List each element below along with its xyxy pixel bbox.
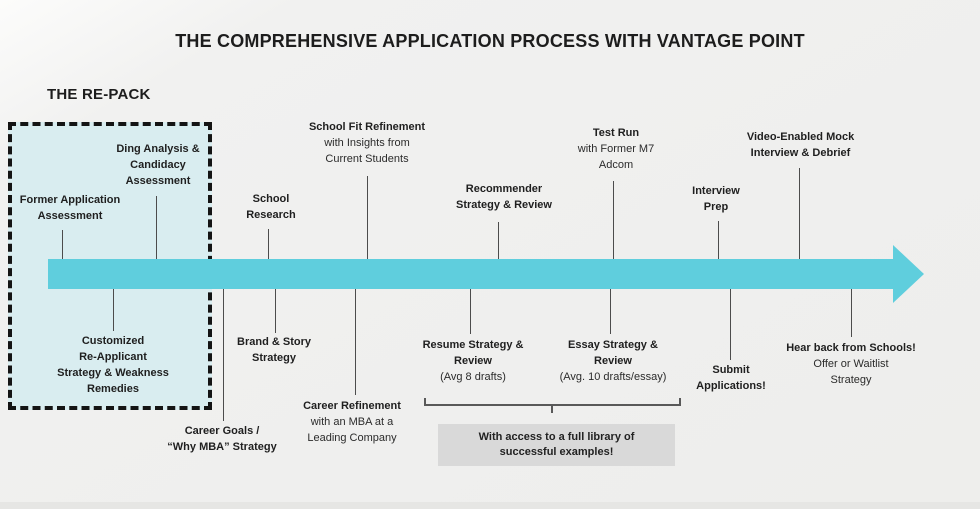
milestone-title: Ding Analysis & Candidacy Assessment <box>116 143 200 187</box>
milestone-title: Customized Re-Applicant Strategy & Weakn… <box>57 335 169 395</box>
milestone-title: School Fit Refinement <box>308 121 426 133</box>
milestone-subtitle: (Avg 8 drafts) <box>440 371 506 383</box>
milestone-interview-prep: Interview Prep <box>666 183 766 215</box>
milestone-title: Career Goals / “Why MBA” Strategy <box>167 425 277 453</box>
milestone-school-research: School Research <box>221 191 321 223</box>
milestone-subtitle: (Avg. 10 drafts/essay) <box>559 371 667 383</box>
milestone-title: Test Run <box>592 127 640 139</box>
milestone-title: Brand & Story Strategy <box>237 336 311 364</box>
connector-line <box>610 289 611 334</box>
connector-line <box>268 229 269 259</box>
brace-center-tick <box>551 404 553 413</box>
milestone-customized-reapplicant: Customized Re-Applicant Strategy & Weakn… <box>33 333 193 397</box>
milestone-resume-strategy: Resume Strategy & Review (Avg 8 drafts) <box>393 337 553 385</box>
milestone-title: Career Refinement <box>303 400 401 412</box>
milestone-title: Interview Prep <box>692 185 740 213</box>
milestone-title: Resume Strategy & Review <box>422 339 524 367</box>
milestone-subtitle: with Insights from Current Students <box>324 137 410 165</box>
milestone-title: Former Application Assessment <box>19 194 121 222</box>
connector-line <box>223 289 224 421</box>
bottom-edge-strip <box>0 502 980 509</box>
milestone-title: Video-Enabled Mock Interview & Debrief <box>746 131 855 159</box>
connector-line <box>851 289 852 337</box>
milestone-subtitle: with Former M7 Adcom <box>577 143 655 171</box>
timeline-arrow-head <box>893 245 924 303</box>
connector-line <box>156 196 157 259</box>
connector-line <box>730 289 731 360</box>
milestone-recommender-strategy: Recommender Strategy & Review <box>424 181 584 213</box>
connector-line <box>799 168 800 259</box>
milestone-school-fit-refinement: School Fit Refinement with Insights from… <box>287 119 447 167</box>
milestone-brand-story-strategy: Brand & Story Strategy <box>209 334 339 366</box>
page-title: THE COMPREHENSIVE APPLICATION PROCESS WI… <box>175 31 805 51</box>
milestone-title: Hear back from Schools! <box>786 342 916 354</box>
connector-line <box>355 289 356 395</box>
milestone-title: School Research <box>246 193 296 221</box>
milestone-career-refinement: Career Refinement with an MBA at a Leadi… <box>272 398 432 446</box>
milestone-subtitle: with an MBA at a Leading Company <box>307 416 397 444</box>
connector-line <box>718 221 719 259</box>
connector-line <box>613 181 614 259</box>
milestone-test-run: Test Run with Former M7 Adcom <box>541 125 691 173</box>
milestone-video-mock-interview: Video-Enabled Mock Interview & Debrief <box>718 129 883 161</box>
connector-line <box>367 176 368 259</box>
milestone-title: Submit Applications! <box>696 364 766 392</box>
connector-line <box>62 230 63 259</box>
milestone-hear-back: Hear back from Schools! Offer or Waitlis… <box>766 340 936 388</box>
library-callout: With access to a full library of success… <box>438 424 675 466</box>
connector-line <box>113 289 114 331</box>
milestone-ding-analysis: Ding Analysis & Candidacy Assessment <box>88 141 228 189</box>
milestone-title: Recommender Strategy & Review <box>456 183 552 211</box>
milestone-title: Essay Strategy & Review <box>568 339 658 367</box>
connector-line <box>470 289 471 334</box>
connector-line <box>498 222 499 259</box>
milestone-essay-strategy: Essay Strategy & Review (Avg. 10 drafts/… <box>528 337 698 385</box>
milestone-career-goals: Career Goals / “Why MBA” Strategy <box>137 423 307 455</box>
milestone-subtitle: Offer or Waitlist Strategy <box>813 358 889 386</box>
connector-line <box>275 289 276 333</box>
milestone-former-application-assessment: Former Application Assessment <box>0 192 140 224</box>
milestone-submit-applications: Submit Applications! <box>671 362 791 394</box>
repack-label: THE RE-PACK <box>47 86 151 103</box>
timeline-arrow-shaft <box>48 259 893 289</box>
